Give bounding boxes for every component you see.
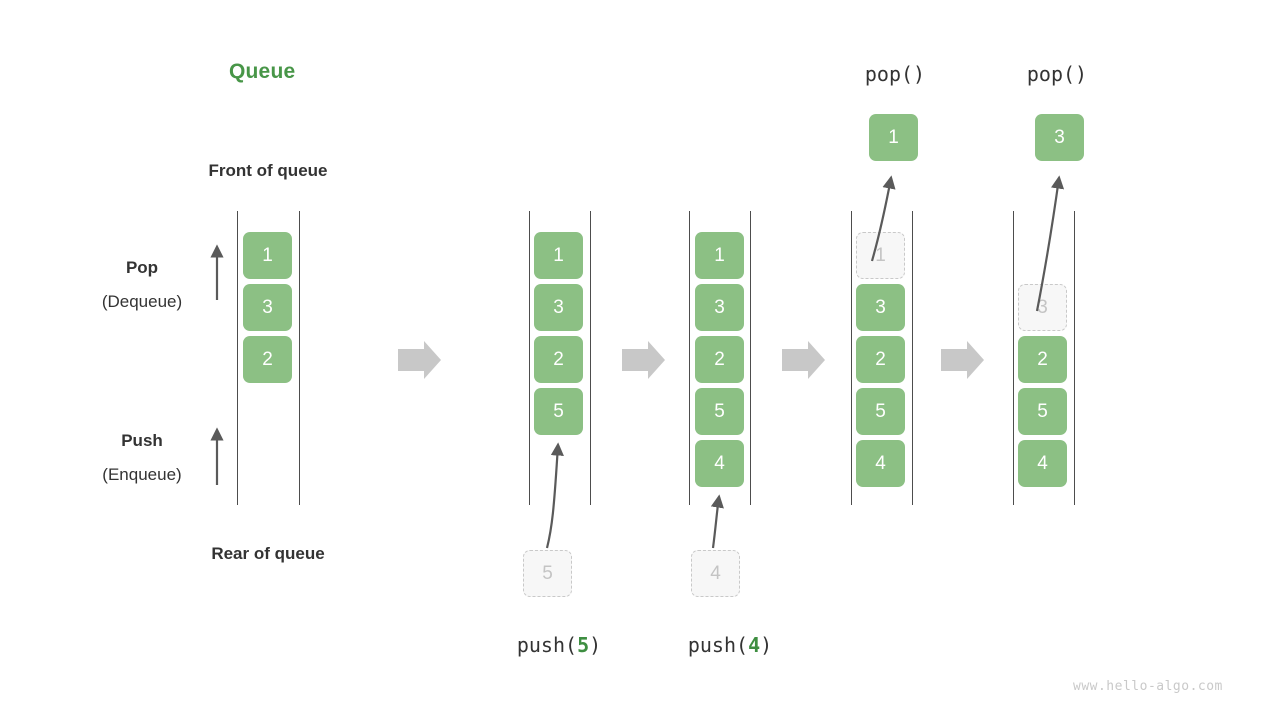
queue-cell: 1 xyxy=(695,232,744,279)
queue-rail-right xyxy=(912,211,913,505)
queue-cell: 2 xyxy=(243,336,292,383)
queue-rail-left xyxy=(529,211,530,505)
queue-rail-left xyxy=(1013,211,1014,505)
watermark: www.hello-algo.com xyxy=(1073,679,1223,694)
popped-cell: 3 xyxy=(1035,114,1084,161)
caption-push-5: push(5) xyxy=(459,633,659,657)
queue-cell: 3 xyxy=(856,284,905,331)
push-prefix-text: push( xyxy=(516,633,578,657)
queue-cell: 2 xyxy=(856,336,905,383)
pop-3-arrow xyxy=(1035,175,1065,312)
transition-arrow xyxy=(782,341,825,379)
push-4-arrow xyxy=(710,494,724,549)
queue-cell: 1 xyxy=(534,232,583,279)
caption-pop-2: pop() xyxy=(1026,62,1088,86)
queue-cell-removed: 3 xyxy=(1018,284,1067,331)
queue-cell: 3 xyxy=(534,284,583,331)
queue-cell: 4 xyxy=(695,440,744,487)
queue-rail-right xyxy=(590,211,591,505)
push-label: Push xyxy=(121,431,163,450)
pop-label: Pop xyxy=(125,258,159,277)
push-5-arrow xyxy=(545,442,564,549)
queue-cell: 3 xyxy=(243,284,292,331)
queue-cell: 5 xyxy=(1018,388,1067,435)
queue-rail-left xyxy=(237,211,238,505)
popped-cell: 1 xyxy=(869,114,918,161)
pop-sublabel: (Dequeue) xyxy=(101,292,183,311)
caption-push-4: push(4) xyxy=(630,633,830,657)
queue-cell: 2 xyxy=(695,336,744,383)
queue-rail-right xyxy=(299,211,300,505)
transition-arrow xyxy=(941,341,984,379)
transition-arrow xyxy=(622,341,665,379)
queue-cell: 5 xyxy=(695,388,744,435)
queue-rail-left xyxy=(851,211,852,505)
transition-arrow xyxy=(398,341,441,379)
incoming-ghost-cell: 4 xyxy=(691,550,740,597)
rear-of-queue-label: Rear of queue xyxy=(211,544,325,563)
caption-pop-1: pop() xyxy=(864,62,926,86)
queue-rail-right xyxy=(1074,211,1075,505)
pop-1-arrow xyxy=(870,175,896,262)
incoming-ghost-cell: 5 xyxy=(523,550,572,597)
queue-rail-left xyxy=(689,211,690,505)
push-value-4: 4 xyxy=(748,633,761,657)
push-prefix-text: push( xyxy=(687,633,749,657)
queue-cell: 2 xyxy=(534,336,583,383)
push-sublabel: (Enqueue) xyxy=(102,465,182,484)
queue-cell: 5 xyxy=(534,388,583,435)
queue-cell: 5 xyxy=(856,388,905,435)
queue-cell: 4 xyxy=(1018,440,1067,487)
queue-cell: 4 xyxy=(856,440,905,487)
push-suffix-text: ) xyxy=(760,633,773,657)
queue-cell: 1 xyxy=(243,232,292,279)
queue-rail-right xyxy=(750,211,751,505)
push-value-5: 5 xyxy=(577,633,590,657)
queue-cell: 2 xyxy=(1018,336,1067,383)
front-of-queue-label: Front of queue xyxy=(208,161,328,180)
push-suffix-text: ) xyxy=(589,633,602,657)
queue-cell: 3 xyxy=(695,284,744,331)
queue-cell-removed: 1 xyxy=(856,232,905,279)
diagram-title: Queue xyxy=(229,60,296,83)
